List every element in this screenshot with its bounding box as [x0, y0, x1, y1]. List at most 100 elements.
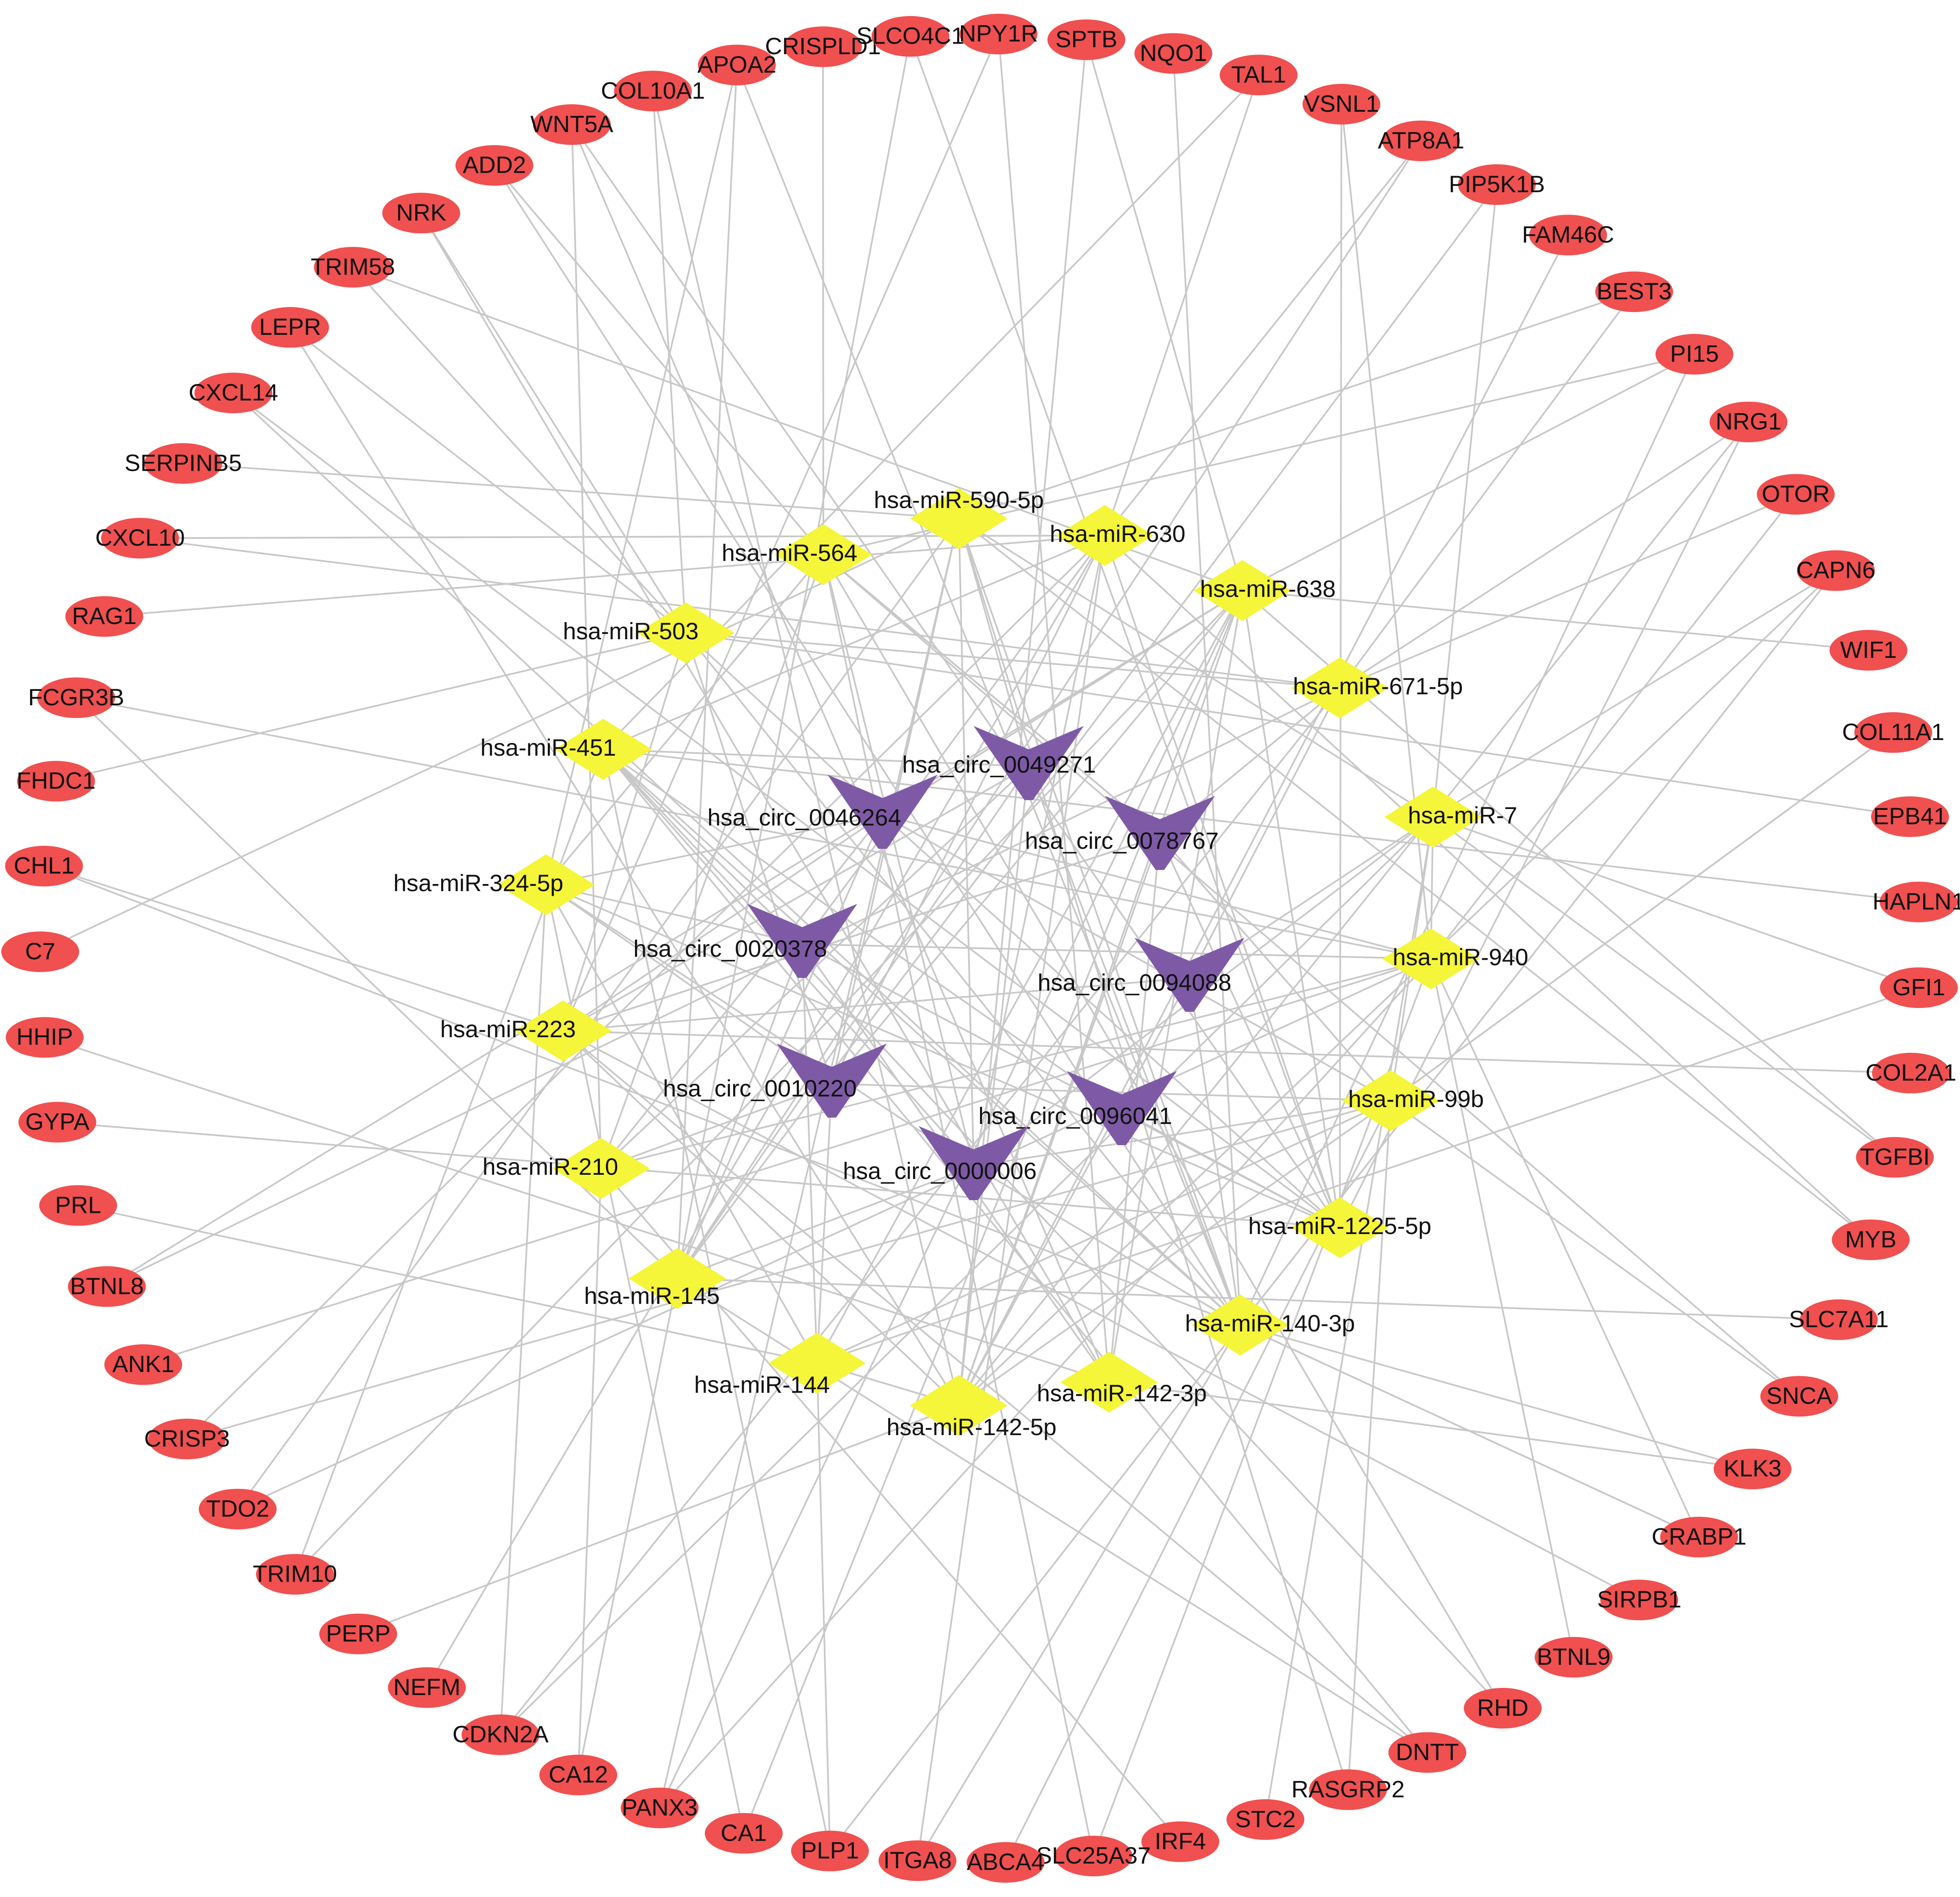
- mrna-node-label: BTNL9: [1537, 1643, 1610, 1670]
- mirna-node[interactable]: [1192, 1295, 1289, 1356]
- mrna-node[interactable]: [65, 596, 144, 637]
- mrna-node[interactable]: [1, 931, 79, 972]
- mrna-node[interactable]: [144, 443, 222, 484]
- mrna-node[interactable]: [621, 1787, 699, 1828]
- mrna-node[interactable]: [18, 1102, 97, 1143]
- mrna-node[interactable]: [68, 1266, 146, 1307]
- mirna-node[interactable]: [555, 719, 652, 780]
- mrna-node[interactable]: [461, 1714, 540, 1755]
- mrna-node[interactable]: [1309, 1769, 1387, 1810]
- circrna-node[interactable]: [777, 1044, 887, 1118]
- mirna-node[interactable]: [1194, 560, 1291, 621]
- mrna-node[interactable]: [199, 1488, 277, 1530]
- mrna-node[interactable]: [1535, 1637, 1613, 1678]
- mrna-node[interactable]: [194, 373, 273, 414]
- circrna-node[interactable]: [974, 726, 1084, 800]
- mrna-node[interactable]: [959, 14, 1038, 55]
- circrna-node[interactable]: [747, 904, 857, 978]
- mrna-node[interactable]: [871, 16, 950, 57]
- circrna-node[interactable]: [919, 1126, 1029, 1200]
- mrna-node[interactable]: [1872, 1052, 1950, 1093]
- mrna-node[interactable]: [256, 1554, 334, 1595]
- mrna-node[interactable]: [1226, 1799, 1305, 1840]
- mrna-node[interactable]: [698, 44, 776, 86]
- mirna-node[interactable]: [514, 1000, 612, 1061]
- mrna-node[interactable]: [1709, 401, 1788, 442]
- mrna-node[interactable]: [1880, 967, 1958, 1008]
- mirna-node[interactable]: [629, 1248, 726, 1309]
- mrna-node[interactable]: [1871, 796, 1949, 837]
- mrna-node[interactable]: [1302, 84, 1380, 125]
- mirna-node[interactable]: [1291, 1197, 1389, 1258]
- mirna-node[interactable]: [1056, 505, 1154, 566]
- mirna-node[interactable]: [1342, 1070, 1439, 1131]
- mrna-node[interactable]: [1220, 55, 1298, 96]
- circrna-node[interactable]: [1067, 1071, 1177, 1145]
- mrna-node[interactable]: [1660, 1516, 1738, 1557]
- mirna-node[interactable]: [1382, 928, 1480, 989]
- mrna-node[interactable]: [1829, 630, 1908, 671]
- network-edge: [494, 165, 824, 555]
- mirna-node[interactable]: [637, 602, 734, 663]
- mrna-node[interactable]: [614, 71, 692, 111]
- mrna-node[interactable]: [966, 1842, 1045, 1883]
- mrna-node[interactable]: [5, 845, 83, 886]
- mrna-node[interactable]: [1757, 474, 1835, 515]
- mrna-node[interactable]: [1141, 1821, 1220, 1862]
- mrna-node[interactable]: [791, 1831, 869, 1872]
- mrna-node[interactable]: [1880, 881, 1958, 922]
- mrna-node[interactable]: [1055, 1836, 1132, 1877]
- mrna-node[interactable]: [1047, 19, 1126, 60]
- mrna-node[interactable]: [1856, 1137, 1934, 1178]
- mrna-node[interactable]: [533, 104, 611, 145]
- mrna-node[interactable]: [251, 307, 329, 348]
- mirna-node[interactable]: [910, 1375, 1008, 1436]
- mirna-node[interactable]: [1060, 1352, 1158, 1413]
- mrna-node[interactable]: [314, 247, 392, 288]
- mrna-node[interactable]: [39, 1185, 117, 1226]
- mrna-node[interactable]: [1382, 120, 1460, 161]
- mrna-node[interactable]: [382, 193, 460, 234]
- mirna-node[interactable]: [497, 854, 595, 915]
- network-edge: [973, 1100, 1391, 1167]
- mrna-node[interactable]: [388, 1667, 466, 1708]
- mirna-node[interactable]: [1384, 787, 1482, 848]
- mirna-node[interactable]: [1291, 657, 1389, 718]
- mirna-node-label: hsa-miR-144: [694, 1371, 830, 1398]
- mrna-node[interactable]: [704, 1813, 783, 1854]
- mrna-node[interactable]: [1134, 33, 1212, 74]
- network-edge: [958, 518, 1030, 767]
- circrna-node[interactable]: [1135, 938, 1245, 1012]
- mrna-node[interactable]: [104, 1344, 182, 1385]
- mrna-node[interactable]: [784, 26, 862, 67]
- circrna-node[interactable]: [1105, 796, 1215, 870]
- mrna-node[interactable]: [1854, 712, 1932, 753]
- mrna-node[interactable]: [1463, 1688, 1542, 1729]
- mrna-node[interactable]: [1388, 1732, 1466, 1773]
- mrna-node[interactable]: [878, 1840, 957, 1881]
- mrna-node[interactable]: [1797, 550, 1875, 591]
- mrna-node[interactable]: [1714, 1448, 1792, 1489]
- mrna-node[interactable]: [1655, 334, 1734, 375]
- mrna-node[interactable]: [1760, 1376, 1839, 1417]
- mrna-node[interactable]: [1800, 1299, 1878, 1340]
- mrna-node-label: TRIM58: [311, 253, 395, 280]
- mrna-node[interactable]: [148, 1419, 226, 1460]
- mrna-node[interactable]: [319, 1613, 398, 1654]
- mrna-node[interactable]: [455, 145, 533, 186]
- mrna-node[interactable]: [1600, 1579, 1678, 1621]
- mrna-node[interactable]: [17, 761, 95, 802]
- mirna-node[interactable]: [768, 1333, 866, 1394]
- mrna-node[interactable]: [1595, 271, 1673, 312]
- mrna-node[interactable]: [101, 518, 179, 559]
- mrna-node[interactable]: [539, 1754, 618, 1795]
- mrna-node[interactable]: [1458, 164, 1536, 205]
- mirna-node[interactable]: [775, 524, 872, 585]
- mirna-node[interactable]: [552, 1138, 650, 1199]
- mrna-node[interactable]: [1529, 215, 1607, 256]
- mirna-node[interactable]: [910, 488, 1008, 549]
- mrna-node[interactable]: [6, 1017, 84, 1058]
- mrna-node[interactable]: [1832, 1219, 1910, 1260]
- circrna-node[interactable]: [828, 775, 938, 849]
- mrna-node[interactable]: [37, 677, 115, 718]
